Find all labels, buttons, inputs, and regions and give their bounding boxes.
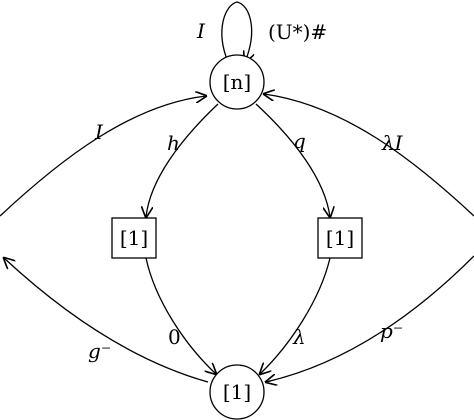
node-right-box: [1]: [317, 217, 363, 259]
edge-outer-left-lower: [4, 258, 209, 383]
label-loop-right: (U*)#: [268, 20, 327, 44]
edge-right-box-to-bottom: [260, 257, 331, 374]
node-bottom-label: [1]: [223, 380, 251, 404]
edge-outer-right-lower: [266, 255, 474, 382]
node-top: [n]: [209, 54, 265, 110]
edge-left-box-to-bottom: [145, 257, 216, 374]
loop-edge: [221, 1, 252, 62]
label-loop-left: I: [196, 19, 206, 43]
label-inner-bottom-right: λ: [292, 325, 306, 349]
label-outer-left-upper: I: [94, 120, 104, 144]
node-right-box-label: [1]: [326, 226, 354, 250]
edge-top-to-left-box: [146, 103, 219, 217]
edge-outer-right-upper: [264, 94, 474, 217]
edge-top-to-right-box: [255, 103, 330, 217]
node-top-label: [n]: [223, 70, 252, 94]
label-outer-left-lower: g⁻: [88, 339, 111, 363]
node-left-box-label: [1]: [120, 226, 148, 250]
node-bottom: [1]: [209, 364, 265, 420]
node-left-box: [1]: [111, 217, 157, 259]
label-outer-right-upper: λI: [381, 131, 404, 155]
label-inner-top-left: h: [167, 131, 180, 155]
edge-outer-left-upper: [0, 96, 206, 217]
label-inner-bottom-left: 0: [168, 325, 181, 349]
label-outer-right-lower: p⁻: [380, 319, 403, 343]
label-inner-top-right: q: [293, 129, 306, 153]
